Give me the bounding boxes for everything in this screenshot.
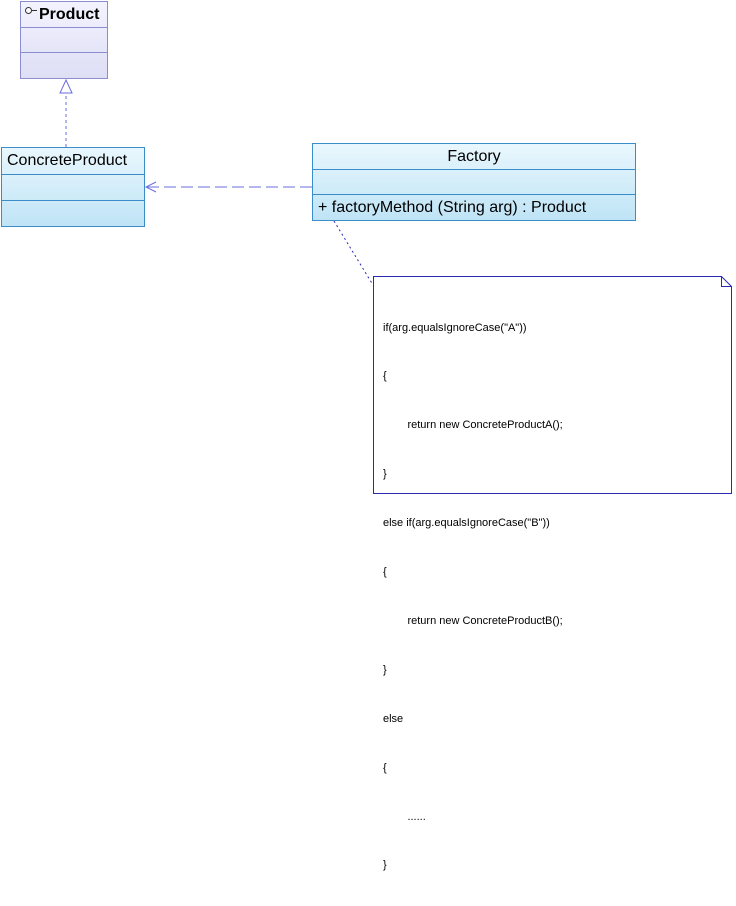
factory-method-operation: + factoryMethod (String arg) : Product (313, 195, 635, 220)
code-line: if(arg.equalsIgnoreCase("A")) (383, 321, 527, 334)
realization-arrowhead (59, 78, 73, 94)
product-operations-compartment (21, 53, 107, 78)
code-line: { (383, 761, 387, 774)
code-line: { (383, 370, 387, 383)
code-line: return new ConcreteProductB(); (383, 614, 563, 627)
method-visibility: + (318, 199, 328, 216)
code-line: ...... (383, 810, 426, 823)
code-line: } (383, 468, 387, 481)
concrete-product-operations-compartment (2, 201, 144, 227)
product-name: Product (39, 6, 100, 23)
note-shape (373, 276, 732, 494)
code-note[interactable]: if(arg.equalsIgnoreCase("A")) { return n… (373, 276, 732, 871)
code-line: } (383, 859, 387, 872)
code-line: { (383, 566, 387, 579)
interface-lollipop-icon (25, 6, 39, 16)
product-title: Product (21, 2, 107, 28)
code-line: return new ConcreteProductA(); (383, 419, 563, 432)
product-attributes-compartment (21, 28, 107, 53)
concrete-product-class-box[interactable]: ConcreteProduct (1, 147, 145, 227)
code-line: } (383, 663, 387, 676)
note-code-text: if(arg.equalsIgnoreCase("A")) { return n… (383, 287, 563, 906)
concrete-product-name: ConcreteProduct (2, 148, 144, 175)
connectors-layer (59, 78, 374, 286)
product-interface-box[interactable]: Product (20, 1, 108, 79)
factory-name: Factory (313, 144, 635, 170)
dependency-arrowhead (144, 181, 157, 193)
factory-attributes-compartment (313, 170, 635, 195)
method-return-type: : Product (522, 199, 587, 216)
code-line: else if(arg.equalsIgnoreCase("B")) (383, 517, 550, 530)
note-anchor-line (333, 220, 374, 286)
factory-class-box[interactable]: Factory + factoryMethod (String arg) : P… (312, 143, 636, 221)
code-line: else (383, 712, 404, 725)
uml-class-diagram: Product ConcreteProduct Factory + factor… (1, 1, 732, 871)
concrete-product-attributes-compartment (2, 175, 144, 201)
method-name: factoryMethod (331, 199, 434, 216)
method-params: (String arg) (437, 199, 518, 216)
